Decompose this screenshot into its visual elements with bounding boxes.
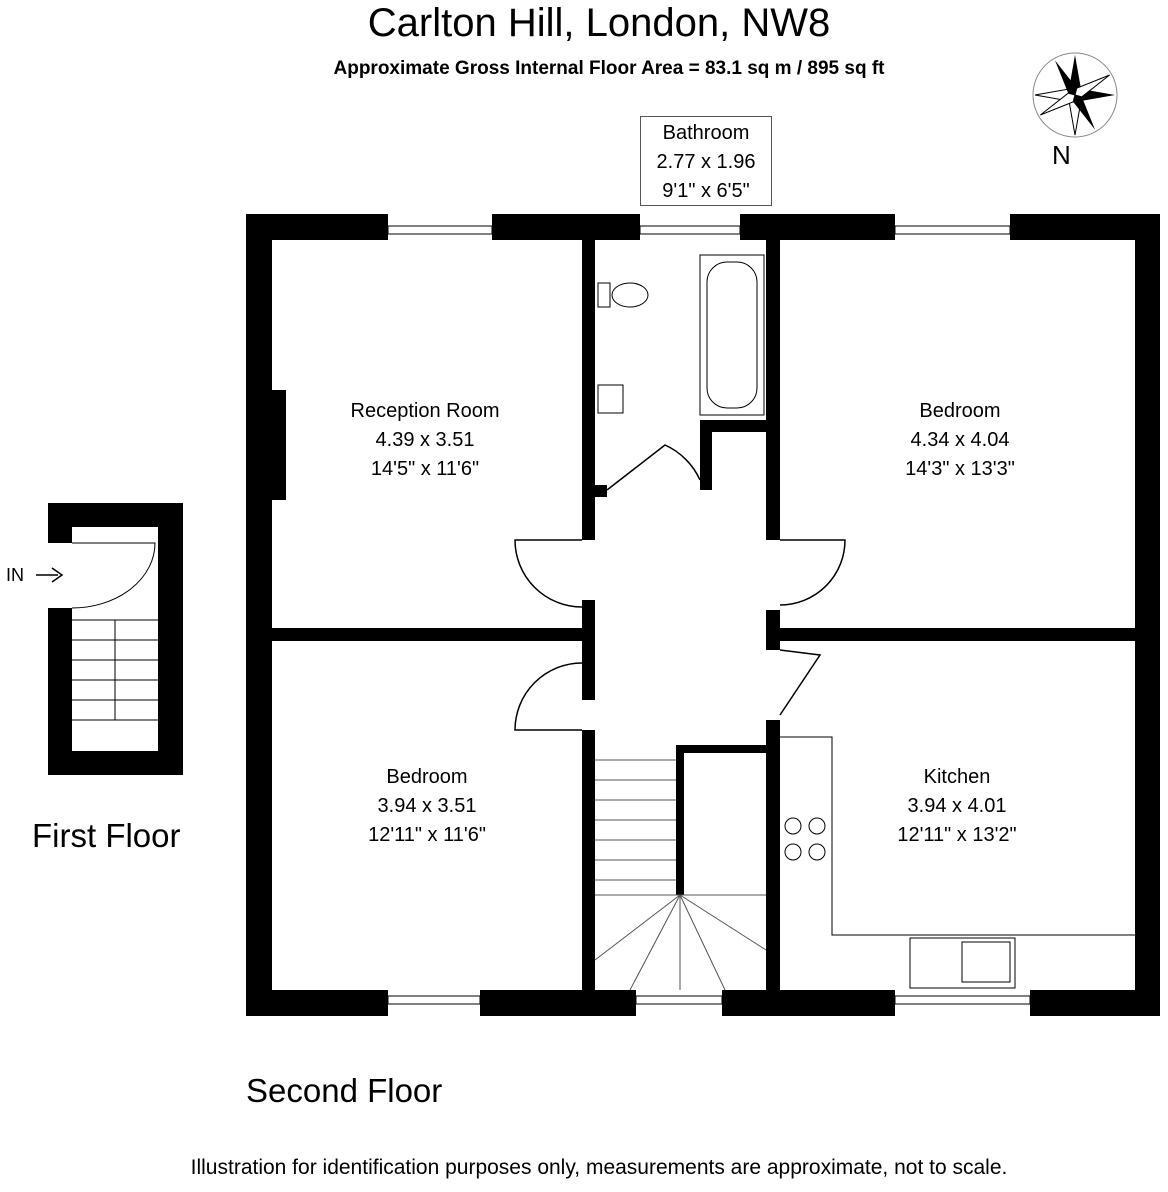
floor-area-subtitle: Approximate Gross Internal Floor Area = … — [333, 58, 885, 79]
room-name: Reception Room — [350, 400, 500, 422]
compass-north-label: N — [1052, 140, 1071, 170]
staircase — [594, 759, 767, 991]
room-name: Bedroom — [386, 766, 468, 788]
second-floor-label: Second Floor — [246, 1072, 443, 1109]
room-label-reception: Reception Room 4.39 x 3.51 14'5" x 11'6" — [300, 397, 550, 484]
entrance-label: IN — [6, 565, 24, 585]
room-metric: 2.77 x 1.96 — [656, 151, 756, 173]
room-metric: 4.34 x 4.04 — [910, 429, 1010, 451]
room-metric: 3.94 x 4.01 — [907, 795, 1007, 817]
kitchen-units — [780, 736, 1135, 989]
disclaimer-footer: Illustration for identification purposes… — [190, 1156, 1008, 1179]
room-metric: 4.39 x 3.51 — [375, 429, 475, 451]
page-title: Carlton Hill, London, NW8 — [367, 1, 831, 45]
room-name: Bedroom — [919, 400, 1001, 422]
bathroom-fixtures — [597, 254, 765, 416]
room-name: Bathroom — [662, 122, 750, 144]
room-name: Kitchen — [923, 766, 991, 788]
room-label-bedroom-1: Bedroom 4.34 x 4.04 14'3" x 13'3" — [835, 397, 1085, 484]
room-imperial: 14'3" x 13'3" — [905, 458, 1015, 480]
room-imperial: 9'1" x 6'5" — [662, 180, 750, 202]
room-label-bedroom-2: Bedroom 3.94 x 3.51 12'11" x 11'6" — [302, 763, 552, 850]
compass-icon — [1032, 52, 1118, 138]
windows — [387, 225, 1031, 1005]
room-label-kitchen: Kitchen 3.94 x 4.01 12'11" x 13'2" — [832, 763, 1082, 850]
first-floor-walls — [48, 503, 183, 775]
room-metric: 3.94 x 3.51 — [377, 795, 477, 817]
room-imperial: 12'11" x 11'6" — [368, 824, 486, 846]
doors — [514, 444, 846, 731]
room-imperial: 14'5" x 11'6" — [370, 458, 480, 480]
first-floor-stairs — [36, 542, 158, 721]
first-floor-label: First Floor — [32, 817, 181, 854]
room-label-bathroom: Bathroom 2.77 x 1.96 9'1" x 6'5" — [640, 116, 772, 206]
walls — [246, 214, 1160, 1016]
room-imperial: 12'11" x 13'2" — [897, 824, 1017, 846]
